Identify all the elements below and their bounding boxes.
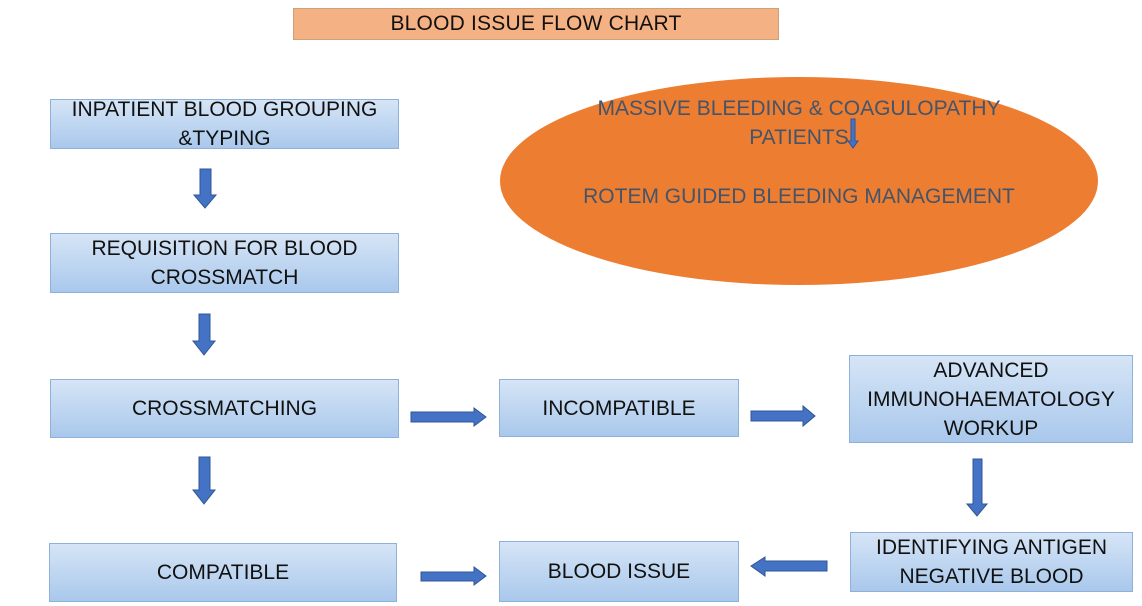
arrow-right-3 <box>420 566 487 586</box>
node-blood-issue: BLOOD ISSUE <box>499 541 739 602</box>
node-crossmatching: CROSSMATCHING <box>50 379 399 438</box>
arrow-left-1 <box>750 556 828 577</box>
node-advanced-workup: ADVANCED IMMUNOHAEMATOLOGY WORKUP <box>849 355 1133 443</box>
arrow-down-3 <box>191 456 217 505</box>
node-incompatible: INCOMPATIBLE <box>499 379 739 437</box>
massive-bleeding-ellipse <box>500 77 1098 285</box>
chart-title: BLOOD ISSUE FLOW CHART <box>293 8 779 40</box>
arrow-down-4 <box>965 458 989 517</box>
arrow-down-1 <box>192 168 218 209</box>
node-compatible: COMPATIBLE <box>49 543 397 602</box>
arrow-down-2 <box>191 313 217 356</box>
arrow-right-2 <box>750 404 816 428</box>
node-inpatient-grouping: INPATIENT BLOOD GROUPING &TYPING <box>50 98 399 150</box>
ellipse-bottom-text: ROTEM GUIDED BLEEDING MANAGEMENT <box>583 185 1015 208</box>
node-requisition: REQUISITION FOR BLOOD CROSSMATCH <box>50 233 399 293</box>
arrow-right-1 <box>410 407 487 427</box>
node-identifying-antigen: IDENTIFYING ANTIGEN NEGATIVE BLOOD <box>850 532 1133 592</box>
ellipse-top-text: MASSIVE BLEEDING & COAGULOPATHY PATIENTS <box>597 97 1001 149</box>
arrow-down-ellipse <box>847 118 859 149</box>
